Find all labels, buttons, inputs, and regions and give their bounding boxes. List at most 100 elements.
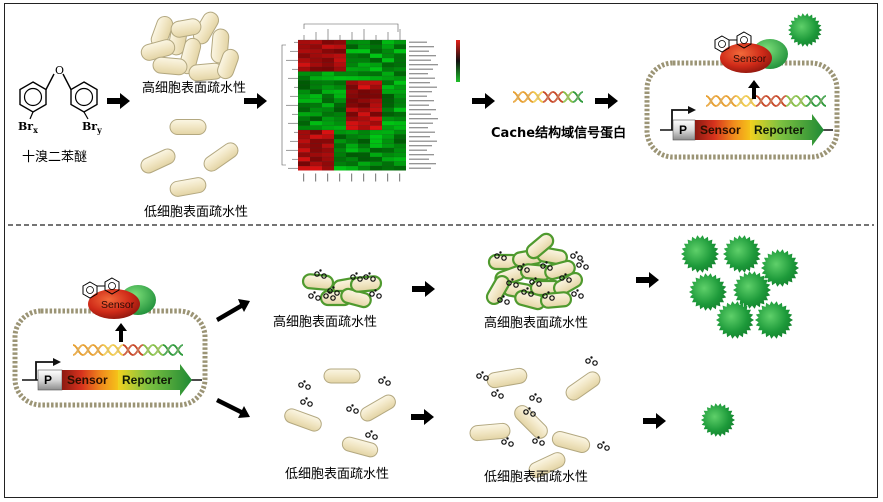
bacterium-cell bbox=[486, 367, 528, 389]
sensor-protein-bottom bbox=[82, 277, 156, 319]
pbde-molecule bbox=[559, 273, 572, 283]
protein-label-top: Sensor bbox=[733, 53, 767, 65]
pbde-molecule bbox=[494, 251, 507, 261]
dna-helix bbox=[72, 344, 184, 356]
arrow-4 bbox=[595, 93, 618, 109]
gfp-cell bbox=[761, 249, 799, 287]
pbde-molecule bbox=[585, 356, 598, 366]
bacterium-cell bbox=[152, 56, 188, 76]
promoter-label-top: P bbox=[679, 123, 687, 137]
hydrophobic-cell bbox=[544, 259, 576, 281]
arrows-bottom bbox=[216, 272, 666, 429]
gfp-cell bbox=[723, 235, 761, 273]
arrow-3 bbox=[472, 93, 495, 109]
pbde-molecule bbox=[529, 277, 542, 287]
bacteria-cells bbox=[140, 11, 601, 478]
pbde-molecule bbox=[298, 380, 311, 390]
pbde-molecule bbox=[378, 376, 391, 386]
bacterium-cell bbox=[170, 18, 202, 38]
gfp-cell bbox=[681, 235, 719, 273]
pbde-molecule bbox=[517, 263, 530, 273]
bacterium-cell bbox=[341, 436, 379, 458]
hydrophobic-cell bbox=[539, 291, 573, 309]
arrow-1 bbox=[107, 93, 130, 109]
pbde-molecule bbox=[597, 441, 610, 451]
arrow-2 bbox=[244, 93, 267, 109]
pbde-molecule bbox=[542, 291, 555, 301]
pbde-molecule bbox=[576, 260, 589, 270]
diphenyl-ether-structure bbox=[19, 73, 98, 120]
expression-arrows bbox=[115, 80, 760, 342]
heatmap-color-scale bbox=[456, 40, 460, 82]
gfp-cell bbox=[701, 403, 735, 437]
bacterium-cell bbox=[469, 422, 511, 442]
hydrophobic-cell bbox=[485, 274, 511, 306]
pbde-molecule bbox=[314, 269, 327, 279]
label-high-mid: 高细胞表面疏水性 bbox=[273, 315, 378, 330]
br-left-label: Br bbox=[18, 120, 33, 133]
bacterium-cell bbox=[169, 119, 207, 135]
pbde-molecule bbox=[350, 272, 363, 282]
pbde-molecule bbox=[497, 295, 510, 305]
sensor-label-top: Sensor bbox=[700, 123, 741, 137]
svg-text:Bry: Bry bbox=[82, 120, 102, 135]
arrows-top bbox=[107, 93, 618, 109]
biosensor-cell-top bbox=[644, 60, 840, 160]
pbde-molecule bbox=[570, 251, 583, 261]
pbde-molecule bbox=[491, 389, 504, 399]
reporter-label-top: Reporter bbox=[754, 123, 804, 137]
pbde-molecule bbox=[308, 291, 321, 301]
oxygen-label: O bbox=[55, 64, 64, 77]
label-high-top: 高细胞表面疏水性 bbox=[142, 81, 247, 96]
compound-name: 十溴二苯醚 bbox=[22, 150, 88, 165]
gfp-cell bbox=[755, 301, 793, 339]
dna-helix bbox=[512, 91, 584, 103]
dna-helix bbox=[705, 95, 827, 107]
reporter-label-bottom: Reporter bbox=[122, 373, 172, 387]
compound-labels: O Brx Bry bbox=[18, 64, 102, 135]
pbde-molecule bbox=[365, 430, 378, 440]
arrow-high-2 bbox=[636, 272, 659, 288]
pbde-molecule bbox=[571, 289, 584, 299]
label-high-right: 高细胞表面疏水性 bbox=[484, 316, 589, 331]
expression-heatmap bbox=[281, 23, 460, 182]
bacterium-cell bbox=[360, 394, 396, 422]
hydrophobic-cell bbox=[525, 232, 555, 260]
pbde-molecule bbox=[300, 397, 313, 407]
sensor-protein-top bbox=[714, 31, 788, 73]
pbde-molecule bbox=[327, 286, 340, 296]
pbde-molecule bbox=[369, 289, 382, 299]
promoter-arrow bbox=[671, 109, 690, 130]
arrow-down-diag bbox=[216, 398, 250, 418]
pbde-molecule bbox=[529, 393, 542, 403]
bacterium-cell bbox=[551, 431, 591, 453]
gfp-cell bbox=[689, 273, 727, 311]
arrow-up-diag bbox=[216, 299, 250, 322]
biosensor-cell-bottom bbox=[12, 308, 208, 408]
br-right-label: Br bbox=[82, 120, 97, 133]
construct-labels: P Sensor Reporter P Sensor Reporter Sens… bbox=[44, 53, 804, 387]
reporter-gene bbox=[750, 114, 824, 146]
pbde-molecule bbox=[363, 272, 376, 282]
bacterium-cell bbox=[140, 148, 176, 174]
bacterium-cell bbox=[284, 408, 322, 432]
outer-frame bbox=[4, 3, 878, 498]
br-right-sub: y bbox=[96, 125, 102, 135]
bacterium-cell bbox=[565, 371, 601, 401]
pbde-molecule bbox=[521, 287, 534, 297]
label-low-right: 低细胞表面疏水性 bbox=[484, 470, 589, 485]
gfp-cell bbox=[733, 271, 771, 309]
bacterium-cell bbox=[169, 177, 207, 197]
pbde-molecule bbox=[532, 436, 545, 446]
bacterium-cell bbox=[514, 405, 548, 439]
bacterium-cell bbox=[203, 142, 239, 172]
bacterium-cell bbox=[528, 452, 566, 478]
pbde-molecule bbox=[476, 371, 489, 381]
label-low-mid: 低细胞表面疏水性 bbox=[285, 467, 390, 482]
pbde-molecule bbox=[346, 404, 359, 414]
pbde-molecule bbox=[506, 278, 519, 288]
promoter-label-bottom: P bbox=[44, 373, 52, 387]
gfp-cell bbox=[788, 13, 822, 47]
label-cache-protein: Cache结构域信号蛋白 bbox=[491, 126, 627, 141]
